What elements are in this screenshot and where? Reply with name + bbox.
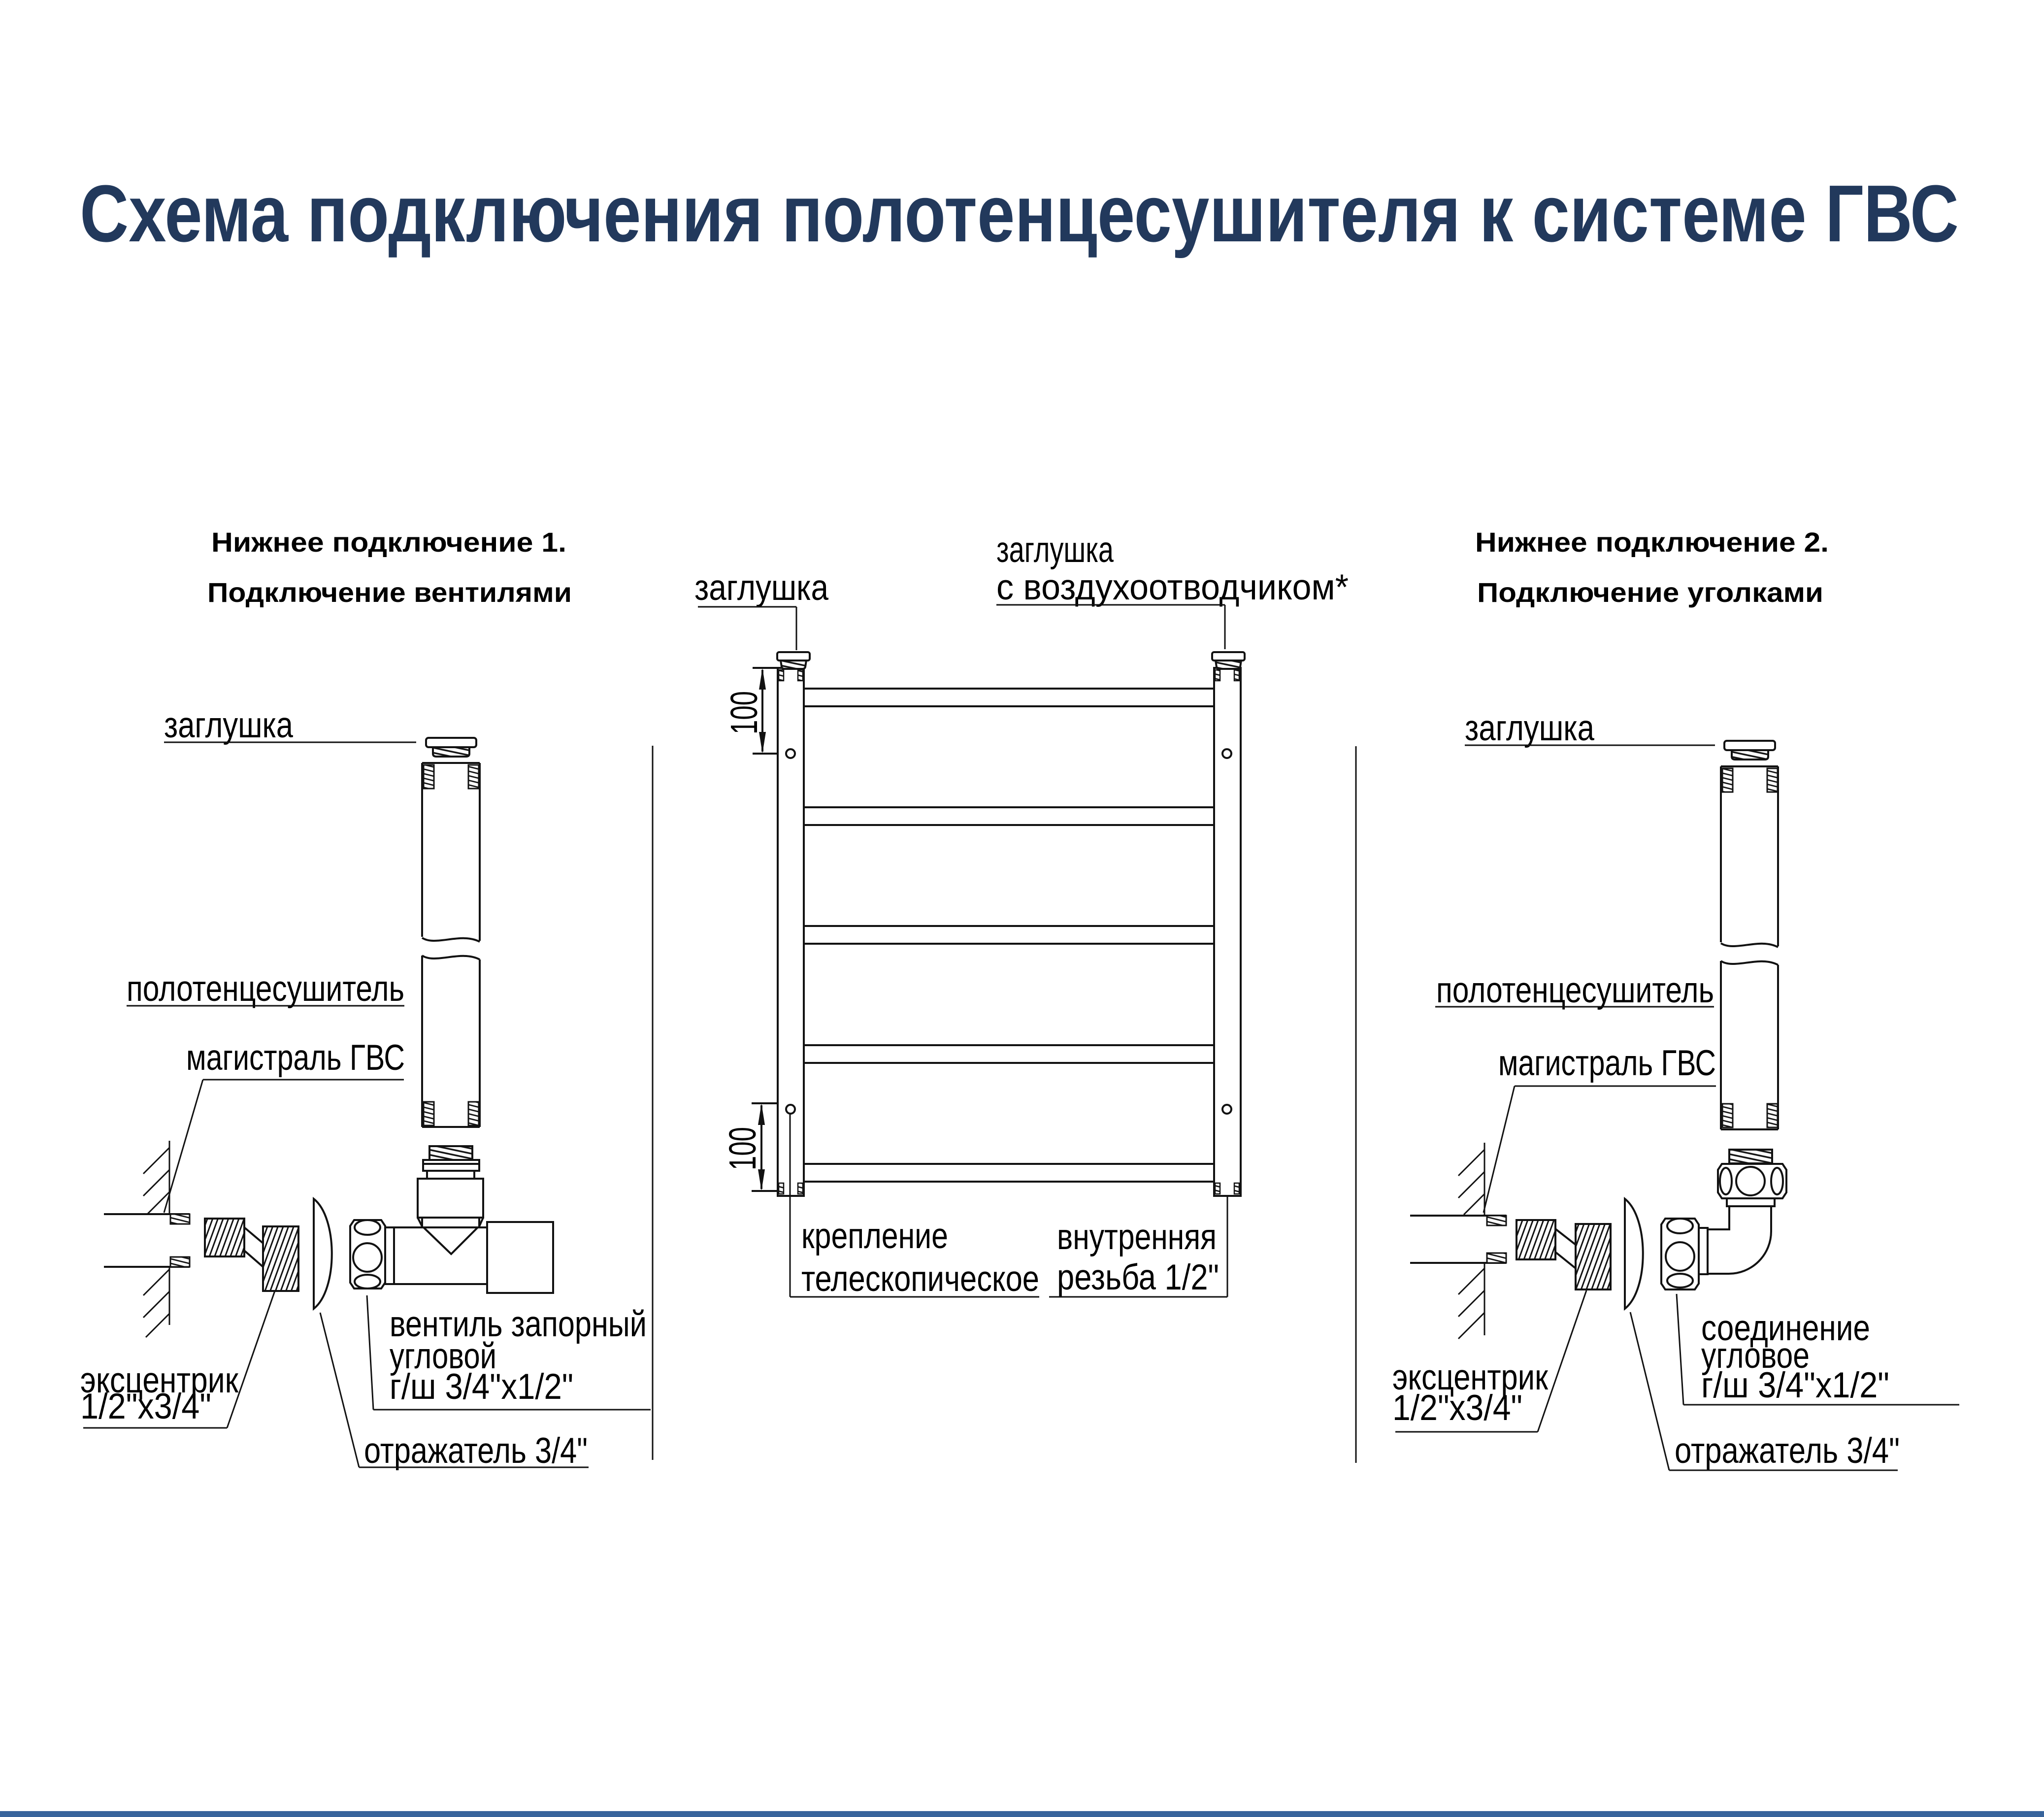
svg-text:угловой: угловой — [390, 1336, 496, 1376]
svg-text:внутренняя: внутренняя — [1057, 1217, 1217, 1257]
svg-text:Схема подключения полотенцесуш: Схема подключения полотенцесушителя к си… — [80, 168, 1959, 259]
svg-text:Нижнее подключение 1.: Нижнее подключение 1. — [211, 527, 566, 558]
svg-text:вентиль запорный: вентиль запорный — [390, 1304, 647, 1344]
svg-text:1/2"x3/4": 1/2"x3/4" — [1392, 1388, 1522, 1428]
svg-text:эксцентрик: эксцентрик — [1392, 1357, 1549, 1397]
svg-text:100: 100 — [723, 691, 765, 734]
svg-text:Подключение уголками: Подключение уголками — [1477, 577, 1823, 608]
svg-text:г/ш 3/4"х1/2": г/ш 3/4"х1/2" — [390, 1367, 573, 1407]
svg-text:магистраль ГВС: магистраль ГВС — [1498, 1043, 1716, 1083]
svg-text:телескопическое: телескопическое — [801, 1259, 1039, 1299]
svg-text:заглушка: заглушка — [1465, 708, 1594, 748]
svg-text:соединение: соединение — [1701, 1308, 1870, 1348]
svg-text:г/ш 3/4"х1/2": г/ш 3/4"х1/2" — [1701, 1365, 1889, 1405]
svg-text:с воздухоотводчиком*: с воздухоотводчиком* — [996, 567, 1349, 607]
svg-text:заглушка: заглушка — [164, 705, 293, 745]
svg-text:полотенцесушитель: полотенцесушитель — [1436, 970, 1714, 1010]
svg-text:отражатель 3/4": отражатель 3/4" — [364, 1431, 588, 1471]
svg-text:заглушка: заглушка — [694, 568, 828, 608]
svg-text:отражатель 3/4": отражатель 3/4" — [1675, 1431, 1900, 1471]
svg-text:1/2"x3/4": 1/2"x3/4" — [80, 1387, 211, 1426]
svg-text:резьба 1/2": резьба 1/2" — [1057, 1257, 1219, 1297]
svg-text:магистраль ГВС: магистраль ГВС — [186, 1038, 405, 1078]
svg-text:полотенцесушитель: полотенцесушитель — [127, 969, 404, 1009]
svg-text:100: 100 — [722, 1127, 764, 1170]
svg-text:Подключение вентилями: Подключение вентилями — [207, 577, 572, 608]
svg-text:эксцентрик: эксцентрик — [80, 1360, 239, 1400]
svg-text:угловое: угловое — [1701, 1336, 1810, 1376]
svg-text:Нижнее подключение 2.: Нижнее подключение 2. — [1475, 527, 1829, 558]
svg-text:крепление: крепление — [801, 1216, 948, 1256]
svg-text:заглушка: заглушка — [996, 530, 1114, 570]
